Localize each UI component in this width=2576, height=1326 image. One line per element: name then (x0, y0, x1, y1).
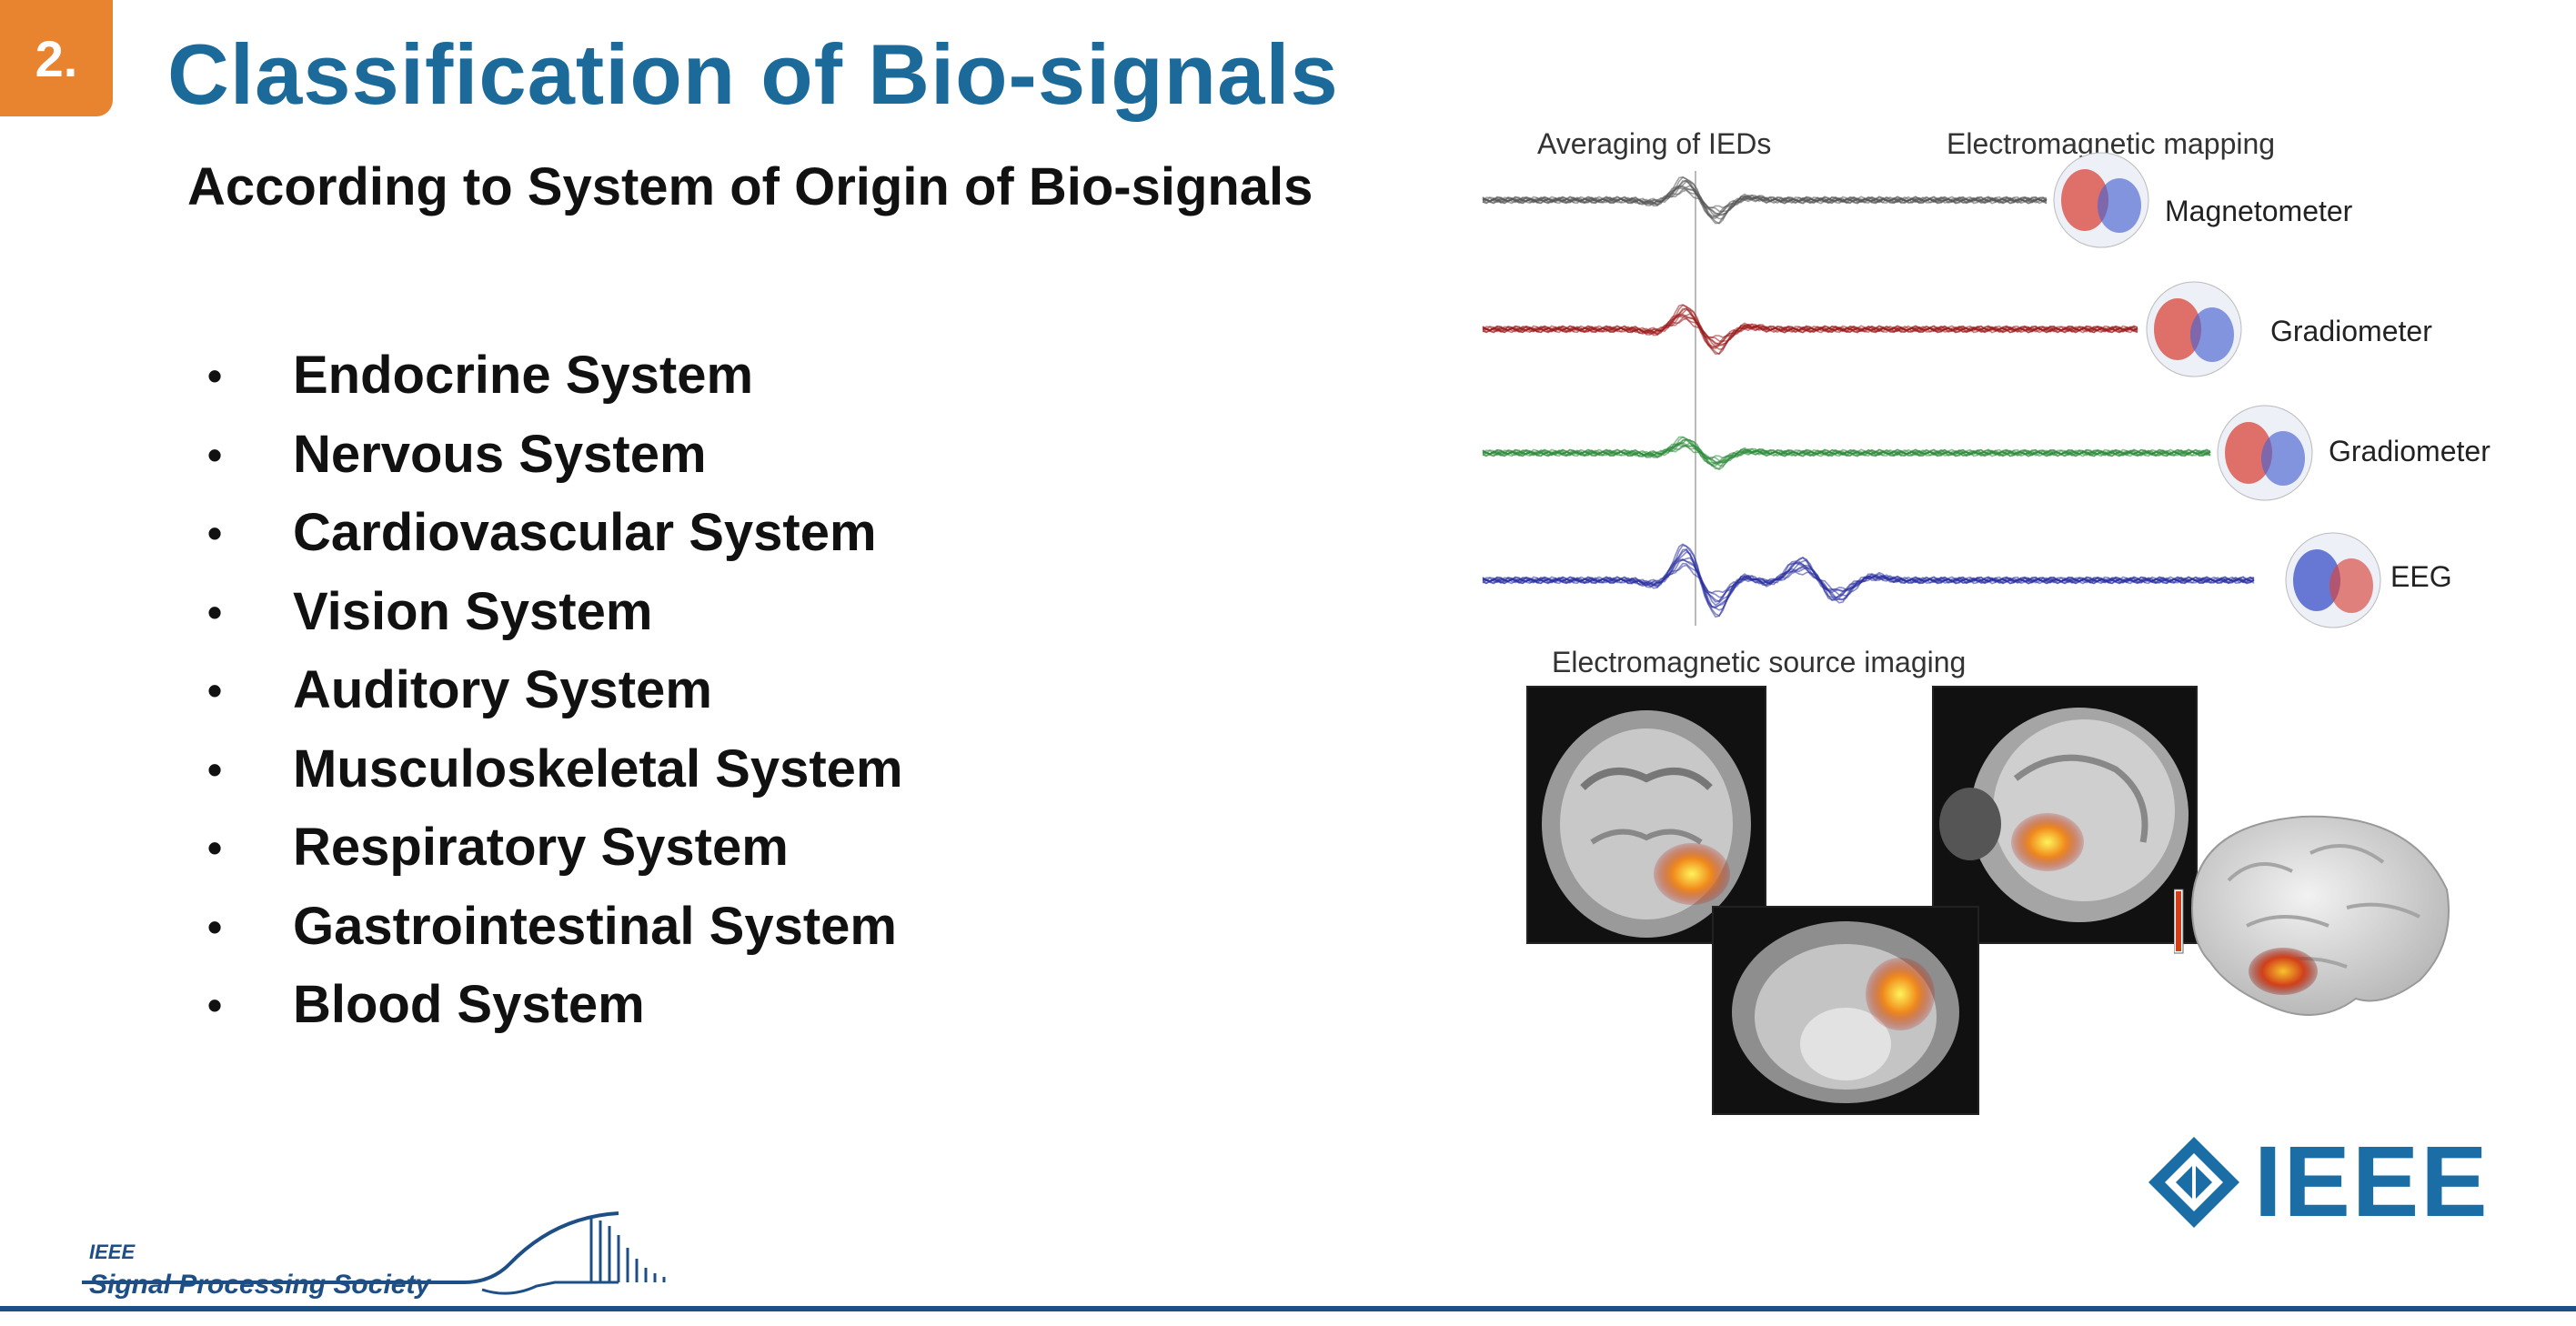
sps-ieee-label: IEEE (89, 1241, 136, 1263)
sps-waveform-icon (82, 1211, 666, 1295)
brain-3d-render (2174, 815, 2450, 1016)
list-item: • Nervous System (207, 416, 903, 495)
sensor-label-magnetometer: Magnetometer (2165, 195, 2353, 227)
mri-coronal-image (1526, 686, 1766, 944)
list-item-label: Musculoskeletal System (293, 738, 903, 799)
slide-number: 2. (35, 29, 78, 87)
mri-sagittal-image (1932, 686, 2198, 944)
waveform-trace (1482, 185, 2048, 217)
sps-name: Signal Processing Society (89, 1270, 431, 1300)
list-item-label: Cardiovascular System (293, 503, 877, 562)
bullet-icon: • (207, 824, 223, 871)
field-map-pole (2225, 422, 2272, 484)
list-item-label: Nervous System (293, 424, 707, 484)
waveform-trace (1482, 307, 2138, 349)
field-map-pole (2098, 178, 2141, 233)
bullet-icon: • (207, 981, 223, 1029)
ieee-wordmark: IEEE (2254, 1126, 2490, 1238)
field-map-pole (2154, 298, 2201, 360)
list-item: • Auditory System (207, 651, 903, 730)
list-item-label: Gastrointestinal System (293, 896, 897, 956)
waveform-trace (1482, 436, 2211, 470)
sps-logo: IEEE Signal Processing Society (82, 1199, 719, 1317)
source-imaging-label: Electromagnetic source imaging (1552, 646, 1967, 678)
list-item: • Gastrointestinal System (207, 888, 903, 967)
waveform-trace (1482, 176, 2048, 225)
list-item: • Blood System (207, 966, 903, 1045)
field-map-pole (2329, 558, 2373, 613)
bullet-icon: • (207, 588, 223, 636)
waveforms-graphic (1482, 152, 2381, 628)
list-item: • Endocrine System (207, 337, 903, 416)
bottom-rule (0, 1306, 2576, 1311)
list-item: • Respiratory System (207, 809, 903, 888)
list-item-label: Auditory System (293, 660, 712, 719)
bullet-icon: • (207, 509, 223, 557)
bullet-icon: • (207, 745, 223, 793)
list-item: • Cardiovascular System (207, 494, 903, 573)
bullet-icon: • (207, 430, 223, 478)
list-item-label: Vision System (293, 581, 653, 641)
list-item-label: Blood System (293, 975, 645, 1034)
ieee-diamond-icon (2148, 1137, 2239, 1228)
list-item-label: Endocrine System (293, 346, 754, 405)
list-item: • Musculoskeletal System (207, 730, 903, 809)
systems-list: • Endocrine System • Nervous System • Cardi… (207, 337, 903, 1045)
field-map-pole (2293, 549, 2340, 611)
mri-axial-image (1712, 906, 1979, 1115)
ieee-logo: IEEE (2147, 1128, 2511, 1237)
field-map-pole (2061, 169, 2108, 231)
slide-subtitle: According to System of Origin of Bio-sig… (187, 157, 1313, 216)
slide-title: Classification of Bio-signals (167, 26, 1339, 122)
field-map-pole (2261, 431, 2305, 486)
sensor-label-gradiometer-2: Gradiometer (2329, 435, 2490, 467)
averaging-label: Averaging of IEDs (1537, 127, 1772, 160)
bullet-icon: • (207, 667, 223, 714)
waveform-trace (1482, 304, 2138, 356)
bullet-icon: • (207, 902, 223, 950)
slide-number-badge: 2. (0, 0, 113, 116)
sensor-label-eeg: EEG (2390, 560, 2452, 593)
list-item: • Vision System (207, 573, 903, 652)
meg-eeg-figure: Averaging of IEDs Electromagnetic mappin… (1474, 116, 2520, 1115)
waveform-trace (1482, 543, 2255, 618)
sensor-label-gradiometer-1: Gradiometer (2270, 315, 2432, 347)
list-item-label: Respiratory System (293, 818, 789, 877)
waveform-trace (1482, 304, 2138, 356)
field-map-pole (2190, 307, 2234, 362)
bullet-icon: • (207, 352, 223, 399)
